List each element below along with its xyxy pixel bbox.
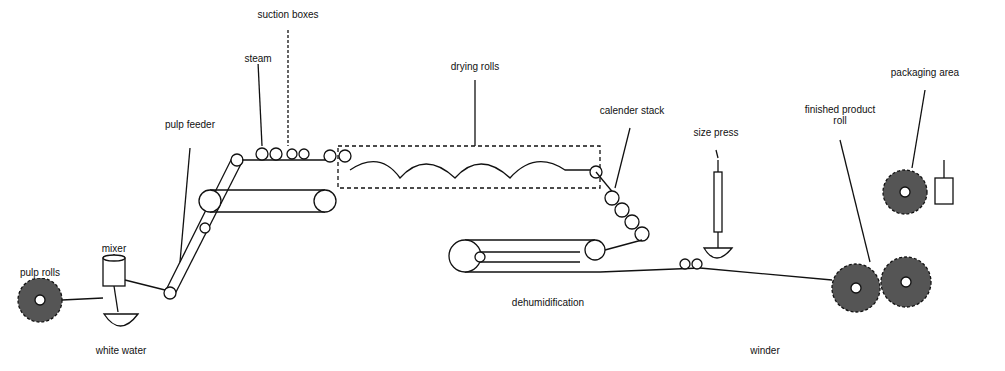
label-text: size press (692, 127, 739, 138)
label-text: finished product roll (799, 104, 881, 126)
part-label: drying rolls (435, 56, 515, 74)
label-text: packaging area (890, 67, 960, 78)
label-text: steam (243, 53, 272, 64)
part-label: winder (735, 340, 795, 358)
part-label: finished product roll (799, 104, 881, 128)
label-text: dehumidification (511, 297, 585, 308)
label-text: winder (749, 345, 780, 356)
label-text: drying rolls (450, 61, 500, 72)
label-text: pulp rolls (19, 267, 61, 278)
part-label: packaging area (880, 62, 970, 80)
label-text: suction boxes (256, 9, 319, 20)
label-text: mixer (101, 243, 127, 254)
part-label: size press (686, 122, 746, 140)
part-label: dehumidification (493, 292, 603, 310)
part-label: white water (91, 340, 151, 358)
label-text: white water (95, 345, 148, 356)
label-text: pulp feeder (164, 119, 216, 130)
part-label: suction boxes (253, 4, 323, 22)
part-label: pulp feeder (160, 114, 220, 132)
part-label: steam (233, 48, 283, 66)
part-label: pulp rolls (10, 262, 70, 280)
part-label: calender stack (597, 100, 667, 118)
part-label: mixer (89, 238, 139, 256)
label-text: calender stack (599, 105, 665, 116)
